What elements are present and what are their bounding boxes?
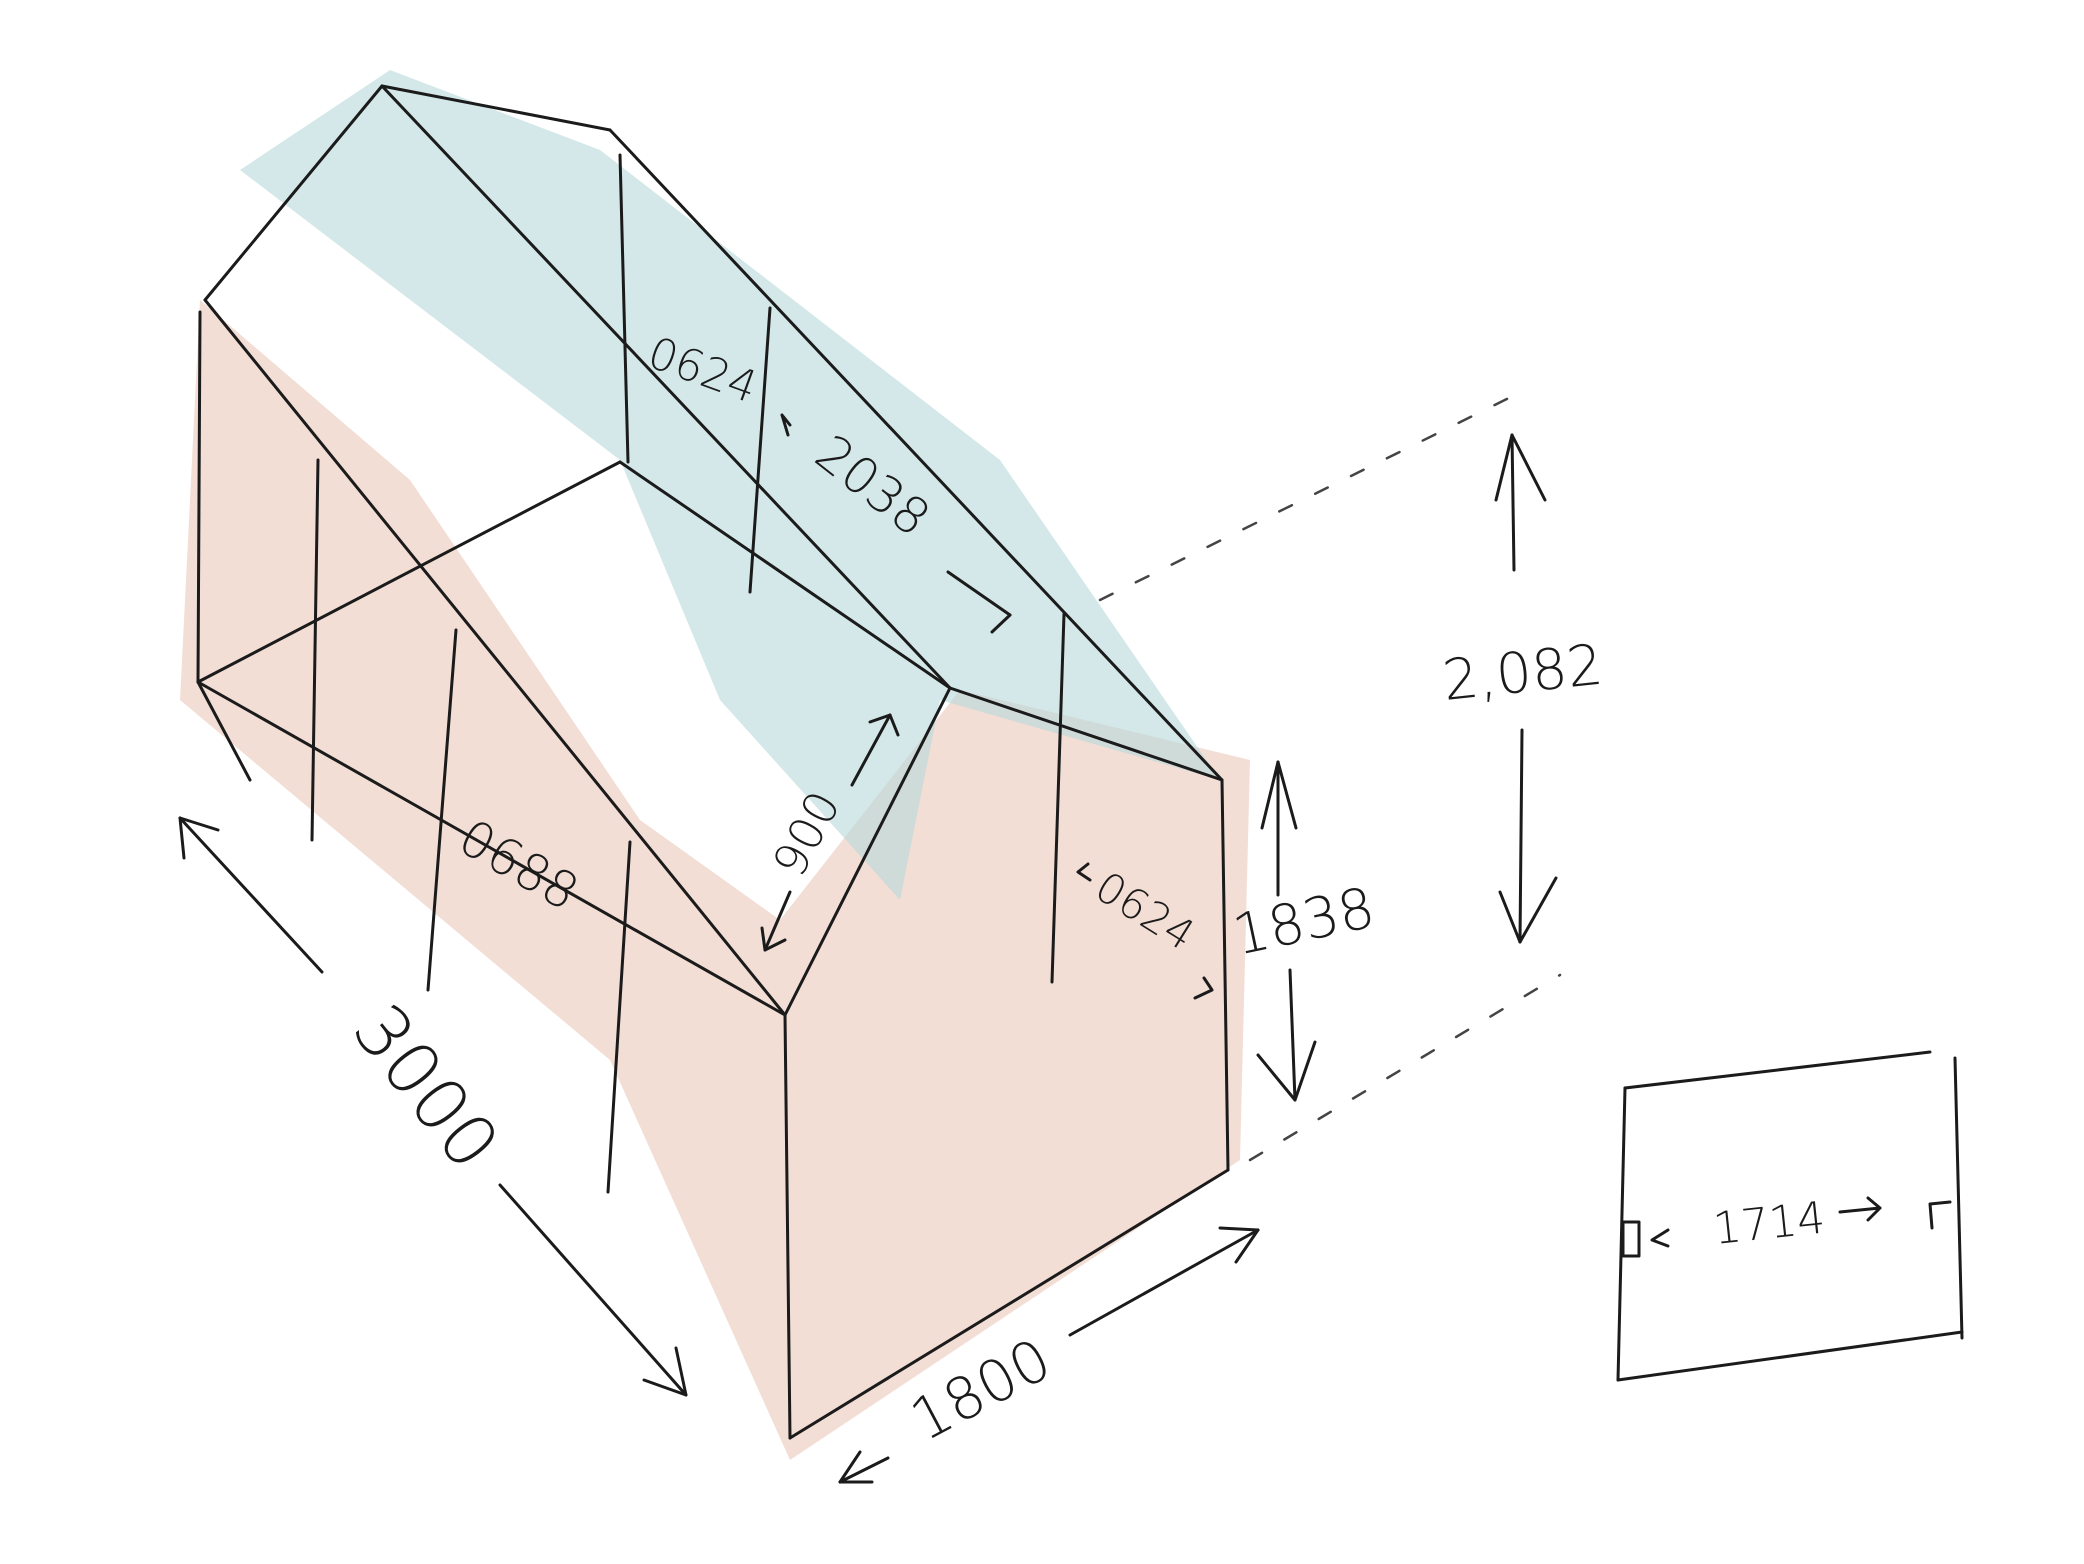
dimension-arrows	[178, 413, 1558, 1484]
door-latch-right	[1928, 1200, 1952, 1230]
greenhouse-frame	[196, 84, 1230, 1440]
label-length: 3000	[337, 989, 516, 1185]
door-hinge-left	[1621, 1220, 1641, 1258]
roof-wash	[240, 70, 1220, 900]
label-eave-height: 1838	[1227, 875, 1380, 968]
label-door-width: 1714	[1711, 1193, 1828, 1255]
watercolor-washes	[180, 70, 1250, 1460]
door-detail	[1616, 1050, 1964, 1382]
wall-wash	[180, 300, 1250, 1460]
label-ridge-height: 2,082	[1440, 633, 1606, 714]
